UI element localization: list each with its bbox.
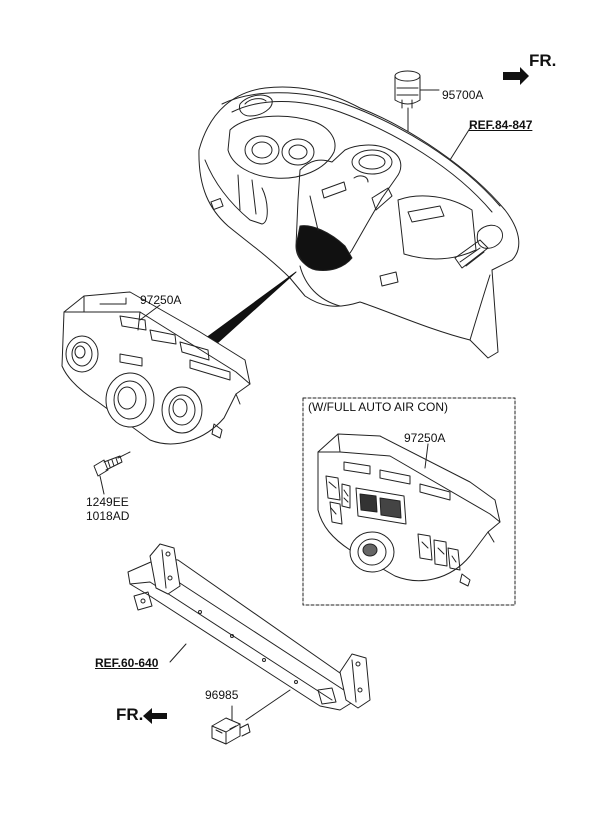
heater-control-auto-part xyxy=(317,433,501,587)
97250a-leader xyxy=(139,304,161,321)
front-arrow-top-icon xyxy=(503,67,529,85)
front-arrow-bottom-icon xyxy=(143,708,167,724)
part-number-96985: 96985 xyxy=(205,688,239,702)
ref-84-847-leader xyxy=(449,124,473,161)
cross-bar-part xyxy=(127,543,371,711)
ref-84-847-label[interactable]: REF.84-847 xyxy=(469,118,533,132)
part-number-97250a-manual: 97250A xyxy=(140,293,182,307)
crash-pad-part xyxy=(198,86,520,359)
front-direction-label-top: FR. xyxy=(529,51,557,70)
installation-pointer xyxy=(205,271,297,347)
heater-control-manual-part xyxy=(61,291,251,445)
97250a-auto-leader xyxy=(424,443,429,469)
part-number-1249ee: 1249EE xyxy=(86,495,129,509)
full-auto-variant-title: (W/FULL AUTO AIR CON) xyxy=(308,400,449,414)
front-direction-label-bottom: FR. xyxy=(116,705,144,724)
sensor-96985-part xyxy=(211,689,291,745)
part-number-97250a-auto: 97250A xyxy=(404,431,446,445)
screw-part xyxy=(93,451,131,495)
ref-60-640-leader xyxy=(169,643,187,663)
part-number-1018ad: 1018AD xyxy=(86,509,130,523)
full-auto-variant-box xyxy=(302,397,516,606)
ref-60-640-label[interactable]: REF.60-640 xyxy=(95,656,159,670)
part-number-95700a: 95700A xyxy=(442,88,484,102)
